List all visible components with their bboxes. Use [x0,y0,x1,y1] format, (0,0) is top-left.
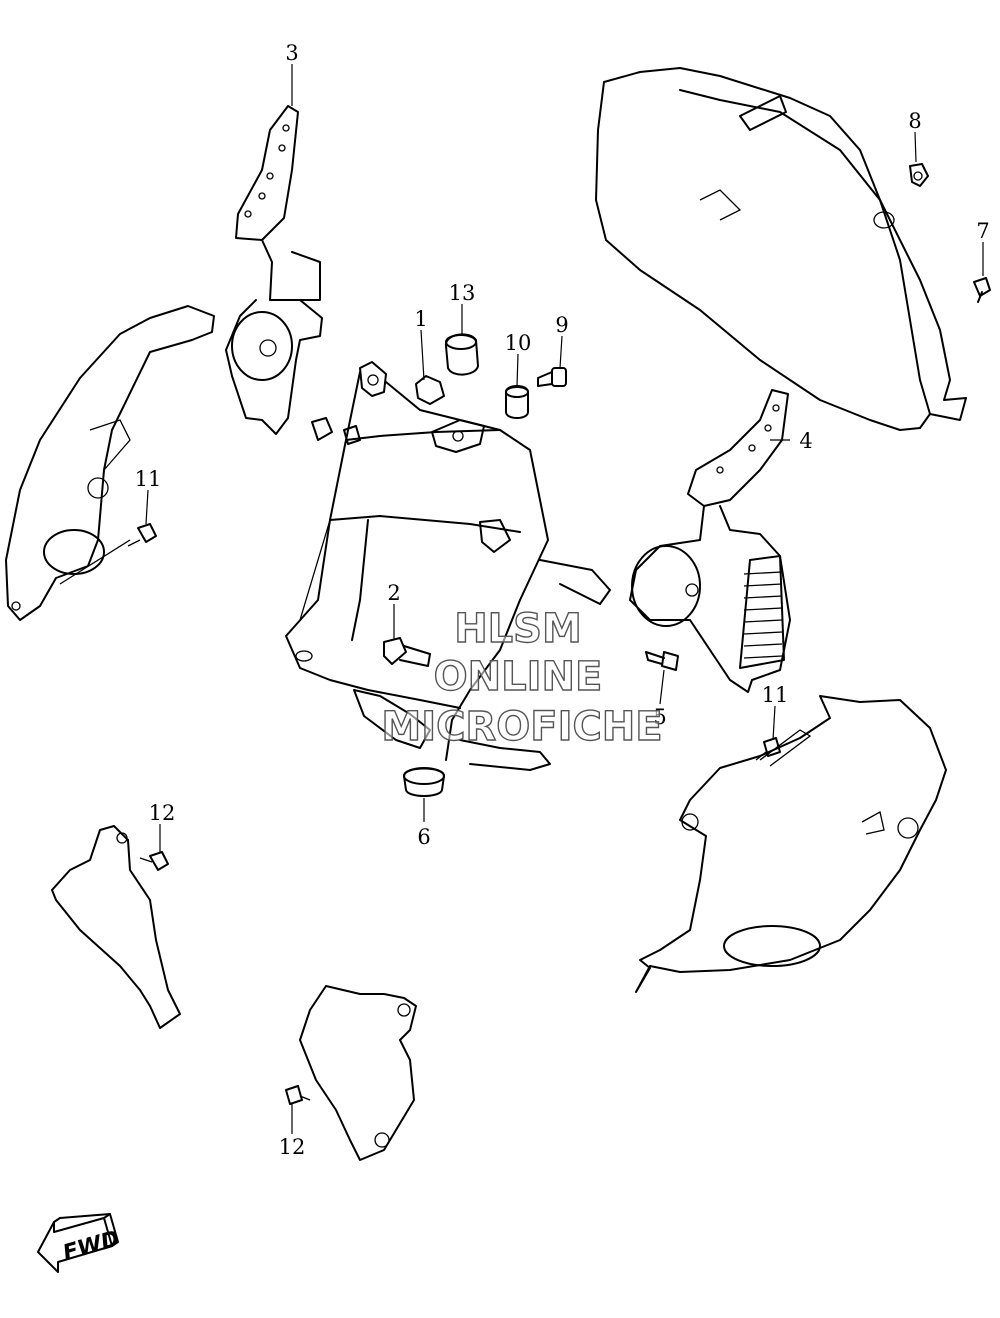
part-12-screw-lower [285,1085,311,1105]
watermark-line-2: ONLINE [434,654,603,700]
callout-12-upper: 12 [149,801,176,825]
left-lower-panel [51,825,181,1029]
callout-12-lower: 12 [279,1135,306,1159]
part-11-screw-right [755,737,781,761]
part-12-screw-upper [139,851,169,871]
callout-10: 10 [505,331,532,355]
part-3-left-bracket [225,105,323,435]
callout-5: 5 [653,705,666,729]
part-10-collar [505,385,529,419]
lower-center-panel [299,985,417,1161]
part-8-rivet [909,163,929,187]
watermark-line-3: MICROFICHE [381,704,662,750]
callout-7: 7 [976,219,989,243]
part-13-grommet [445,333,479,376]
callout-11-right: 11 [762,683,789,707]
part-6-grommet [403,767,445,797]
watermark-line-1: HLSM [454,606,582,652]
meter-cover [595,67,967,431]
part-2-bolt [383,637,431,667]
right-lower-cowl [635,695,947,993]
fwd-label: FWD [60,1226,122,1266]
part-5-bolt [645,651,679,671]
part-4-right-bracket [629,389,791,693]
callout-11-left: 11 [135,467,162,491]
fwd-direction-arrow: FWD [37,1213,122,1273]
callout-9: 9 [555,313,568,337]
callout-3: 3 [285,41,298,65]
part-11-screw-left [127,523,157,547]
callout-6: 6 [417,825,430,849]
part-9-bolt [537,367,567,387]
callout-2: 2 [387,581,400,605]
watermark: HLSM ONLINE MICROFICHE [381,605,664,750]
callout-1: 1 [414,307,427,331]
callout-labels: 3 13 1 10 9 8 7 4 11 2 5 11 6 12 12 [135,41,990,1159]
callout-13: 13 [449,281,476,305]
callout-8: 8 [908,109,921,133]
part-1-headlight-frame [285,361,611,771]
left-cowl-panel [5,305,215,621]
callout-4: 4 [799,429,812,453]
part-7-screw [973,277,991,303]
leader-lines [145,64,984,1134]
